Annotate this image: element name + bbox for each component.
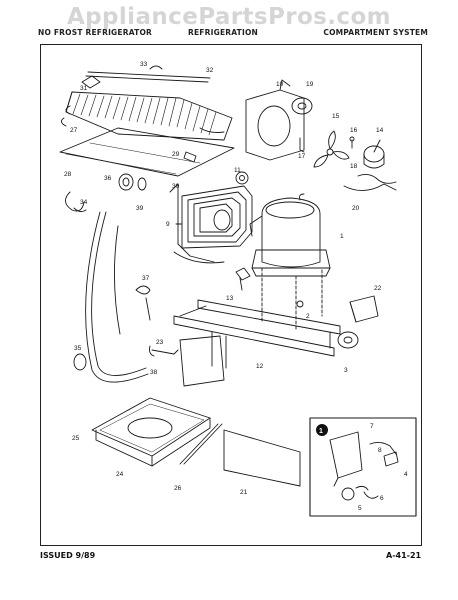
callout-16: 16	[350, 127, 358, 134]
part-12-base-rails	[173, 299, 341, 387]
callout-23: 23	[156, 339, 164, 346]
callout-11: 11	[234, 167, 241, 174]
part-26-rod	[179, 423, 223, 465]
part-22-relay-cover	[349, 295, 379, 323]
callout-7: 7	[370, 423, 374, 430]
part-11-grommet	[235, 171, 249, 185]
callout-19: 19	[306, 81, 314, 88]
callout-labels: 33 32 31 27 10 19 15 16 14 17 11 18 20 2…	[64, 61, 408, 512]
part-10-fan-shroud	[245, 79, 305, 161]
callout-33: 33	[140, 61, 148, 68]
part-39-grommet	[137, 177, 147, 191]
part-38-long-hose	[85, 211, 149, 383]
callout-1: 1	[340, 233, 344, 240]
callout-2: 2	[306, 313, 310, 320]
callout-31: 31	[80, 85, 88, 92]
callout-38: 38	[150, 369, 158, 376]
header-middle-text: REFRIGERATION	[188, 28, 259, 37]
part-1-compressor	[249, 193, 331, 277]
part-14-condenser-fan-motor	[363, 139, 385, 169]
detail-inset	[309, 417, 417, 517]
callout-32: 32	[206, 67, 214, 74]
callout-22: 22	[374, 285, 382, 292]
callout-36: 36	[104, 175, 112, 182]
callout-35: 35	[74, 345, 82, 352]
callout-26: 26	[174, 485, 182, 492]
part-36-grommet	[118, 173, 134, 191]
callout-24: 24	[116, 471, 124, 478]
header-left-text: NO FROST REFRIGERATOR	[38, 28, 152, 37]
header-right-text: COMPARTMENT SYSTEM	[323, 28, 428, 37]
part-30-condenser	[169, 183, 253, 264]
callout-6: 6	[380, 495, 384, 502]
part-35-hose-clamp	[73, 353, 87, 371]
callout-4: 4	[404, 471, 408, 478]
callout-13: 13	[226, 295, 234, 302]
part-3-overload	[337, 331, 359, 349]
callout-17: 17	[298, 153, 306, 160]
part-13-relay	[235, 267, 251, 291]
callout-27: 27	[70, 127, 78, 134]
part-19-fan-motor	[291, 97, 313, 115]
callout-25: 25	[72, 435, 80, 442]
callout-30: 30	[172, 183, 180, 190]
callout-10: 10	[276, 81, 284, 88]
part-24-drain-pan	[91, 397, 211, 467]
callout-21: 21	[240, 489, 248, 496]
part-29-bracket	[183, 151, 197, 163]
callout-37: 37	[142, 275, 150, 282]
diagram-frame	[40, 44, 422, 546]
page-code: A-41-21	[386, 551, 422, 560]
callout-3: 3	[344, 367, 348, 374]
part-37-clamp	[135, 285, 151, 321]
callout-5: 5	[358, 505, 362, 512]
part-16-screw	[349, 136, 355, 149]
callout-12: 12	[256, 363, 264, 370]
part-15-fan-blade	[313, 130, 350, 168]
callout-28: 28	[64, 171, 72, 178]
part-32-top-tube	[85, 65, 211, 83]
callout-29: 29	[172, 151, 180, 158]
callout-9: 9	[166, 221, 170, 228]
part-28-evaporator-cover	[59, 127, 235, 177]
detail-marker: 1	[319, 428, 323, 435]
part-31-bracket	[81, 75, 101, 89]
callout-34: 34	[80, 199, 88, 206]
part-21-cover-panel	[223, 429, 301, 487]
part-27-evaporator	[61, 91, 233, 141]
callout-20: 20	[352, 205, 360, 212]
part-18-wire-harness	[343, 173, 397, 191]
callout-39: 39	[136, 205, 144, 212]
issued-date: ISSUED 9/89	[40, 551, 96, 560]
part-17-clip	[299, 137, 305, 153]
part-23-connector	[149, 345, 179, 357]
callout-8: 8	[378, 447, 382, 454]
callout-15: 15	[332, 113, 340, 120]
callout-18: 18	[350, 163, 358, 170]
page-header: NO FROST REFRIGERATOR REFRIGERATION COMP…	[38, 28, 428, 40]
part-2-mounts	[261, 267, 323, 331]
part-34-drain-tube	[65, 191, 87, 213]
callout-14: 14	[376, 127, 384, 134]
